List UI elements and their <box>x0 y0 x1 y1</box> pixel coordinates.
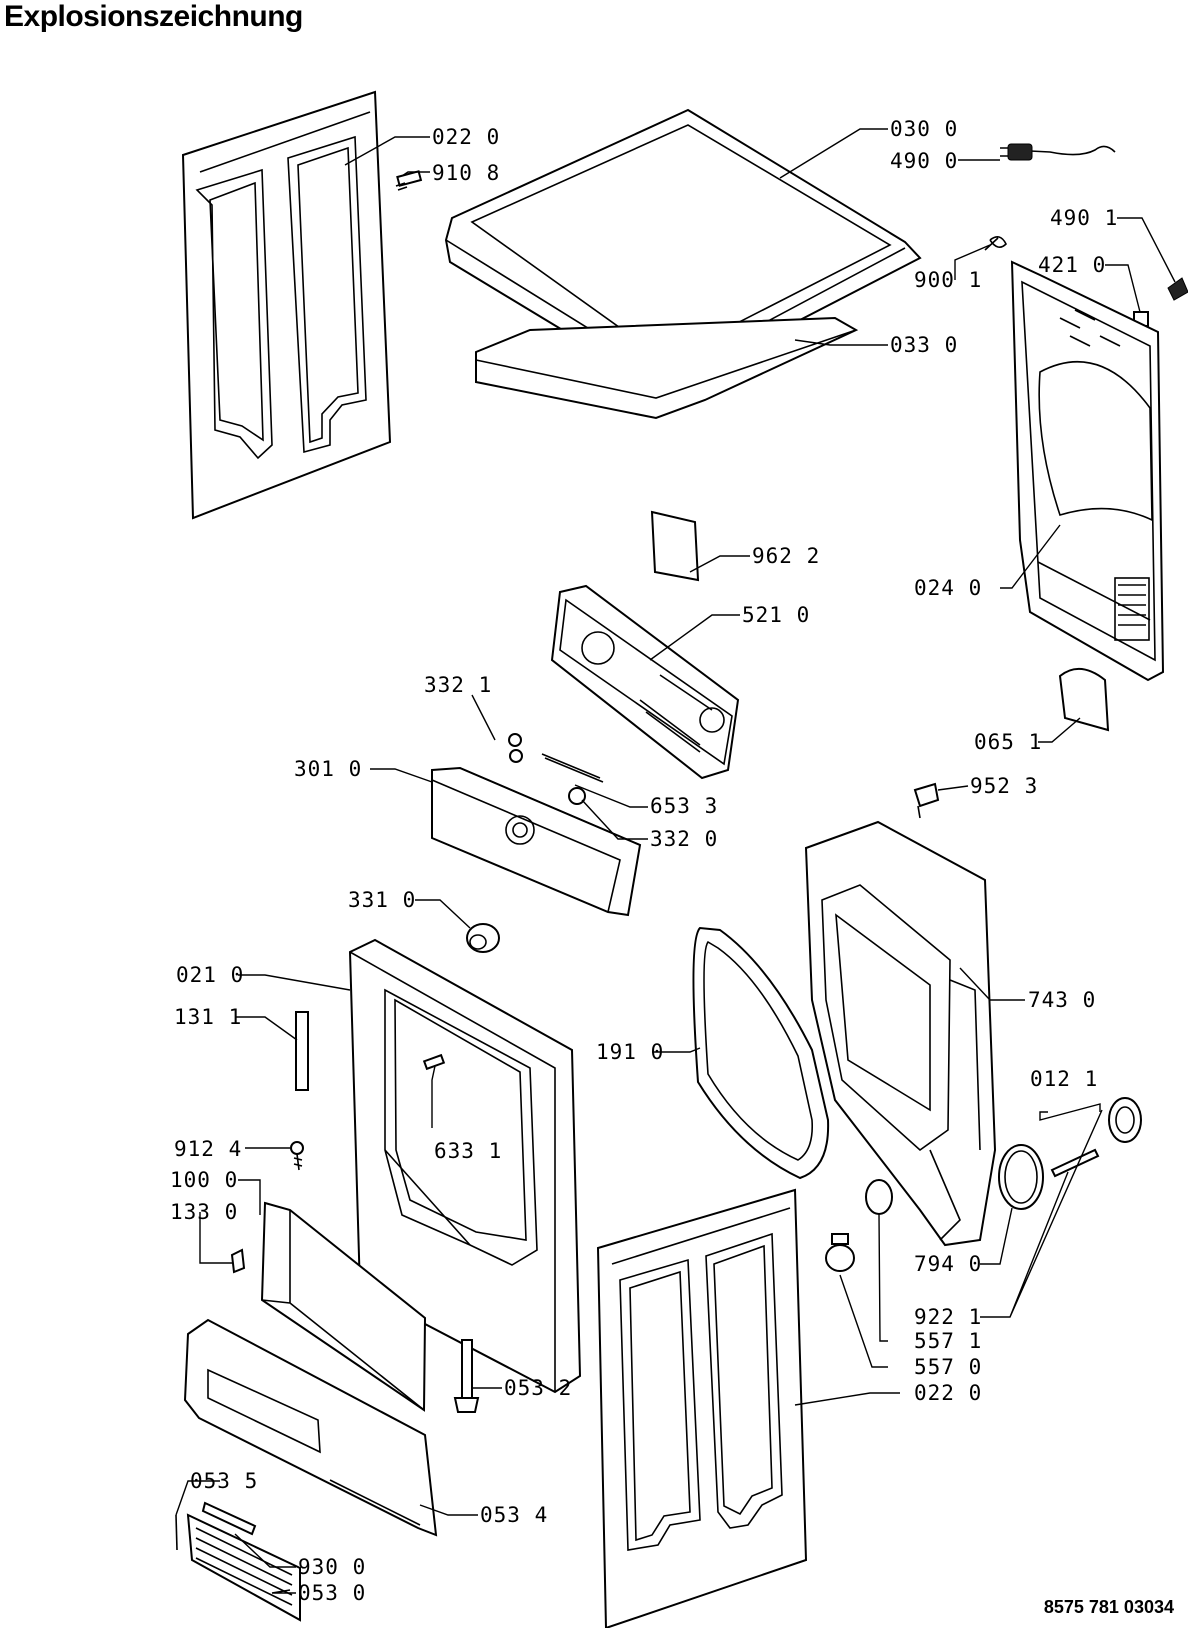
label-053-2: 053 2 <box>504 1376 572 1400</box>
label-653-3: 653 3 <box>650 794 718 818</box>
label-794-0: 794 0 <box>914 1252 982 1276</box>
filter-bracket <box>453 1339 480 1413</box>
filter-strip <box>175 1514 178 1551</box>
knob <box>568 787 586 805</box>
door <box>260 1201 427 1412</box>
label-022-0-top: 022 0 <box>432 125 500 149</box>
front-frame <box>804 820 997 1247</box>
front-panel <box>348 938 582 1394</box>
label-033-0: 033 0 <box>890 333 958 357</box>
label-521-0: 521 0 <box>742 603 810 627</box>
page-title: Explosionszeichnung <box>4 0 303 33</box>
part-labels: 022 0 910 8 030 0 490 0 490 1 421 0 900 … <box>170 117 1118 1605</box>
door-handle <box>230 1248 246 1274</box>
screw-910-8 <box>395 170 423 191</box>
light-guide-strip <box>541 753 604 783</box>
label-301-0: 301 0 <box>294 757 362 781</box>
top-cover <box>444 108 922 394</box>
control-board <box>550 584 740 780</box>
adjustable-foot <box>913 782 940 819</box>
kick-plate <box>183 1318 438 1537</box>
label-021-0: 021 0 <box>176 963 244 987</box>
label-557-0: 557 0 <box>914 1355 982 1379</box>
label-053-0: 053 0 <box>298 1581 366 1605</box>
label-053-5: 053 5 <box>190 1469 258 1493</box>
rear-panel <box>1010 260 1165 682</box>
label-900-1: 900 1 <box>914 268 982 292</box>
side-panel-right <box>596 1188 808 1628</box>
label-421-0: 421 0 <box>1038 253 1106 277</box>
power-cord-icon <box>1000 143 1116 161</box>
label-053-4: 053 4 <box>480 1503 548 1527</box>
label-065-1: 065 1 <box>974 730 1042 754</box>
label-490-0: 490 0 <box>890 149 958 173</box>
label-332-1: 332 1 <box>424 673 492 697</box>
rear-cover <box>1058 668 1110 732</box>
gasket-ring <box>998 1144 1044 1210</box>
door-latch <box>422 1053 446 1071</box>
label-332-0: 332 0 <box>650 827 718 851</box>
seal-ring <box>865 1179 893 1215</box>
filter-grille-icon <box>186 1513 301 1622</box>
label-910-8: 910 8 <box>432 161 500 185</box>
label-030-0: 030 0 <box>890 117 958 141</box>
label-490-1: 490 1 <box>1050 206 1118 230</box>
screw-912-4 <box>290 1141 304 1171</box>
label-930-0: 930 0 <box>298 1555 366 1579</box>
cable-clip-icon <box>984 236 1007 251</box>
label-331-0: 331 0 <box>348 888 416 912</box>
door-seal <box>692 926 830 1180</box>
label-131-1: 131 1 <box>174 1005 242 1029</box>
control-panel-fascia <box>431 766 642 917</box>
label-191-0: 191 0 <box>596 1040 664 1064</box>
program-knob <box>466 923 500 953</box>
label-743-0: 743 0 <box>1028 988 1096 1012</box>
label-912-4: 912 4 <box>174 1137 242 1161</box>
document-number: 8575 781 03034 <box>1043 1597 1174 1617</box>
label-922-1: 922 1 <box>914 1305 982 1329</box>
thermostat <box>825 1233 855 1272</box>
plug-connector-icon <box>1167 277 1188 301</box>
label-633-1: 633 1 <box>434 1139 502 1163</box>
filter-element <box>201 1501 257 1536</box>
label-012-1: 012 1 <box>1030 1067 1098 1091</box>
label-952-3: 952 3 <box>970 774 1038 798</box>
fan-wheel <box>1108 1097 1142 1143</box>
leader-lines <box>175 128 1176 1594</box>
label-022-0-bottom: 022 0 <box>914 1381 982 1405</box>
label-962-2: 962 2 <box>752 544 820 568</box>
side-panel-left <box>181 90 392 520</box>
label-133-0: 133 0 <box>170 1200 238 1224</box>
small-knob <box>508 733 523 763</box>
label-024-0: 024 0 <box>914 576 982 600</box>
label-100-0: 100 0 <box>170 1168 238 1192</box>
label-sheet <box>650 510 700 582</box>
door-hinge-bracket <box>295 1011 309 1091</box>
label-557-1: 557 1 <box>914 1329 982 1353</box>
inner-plate <box>475 316 859 420</box>
